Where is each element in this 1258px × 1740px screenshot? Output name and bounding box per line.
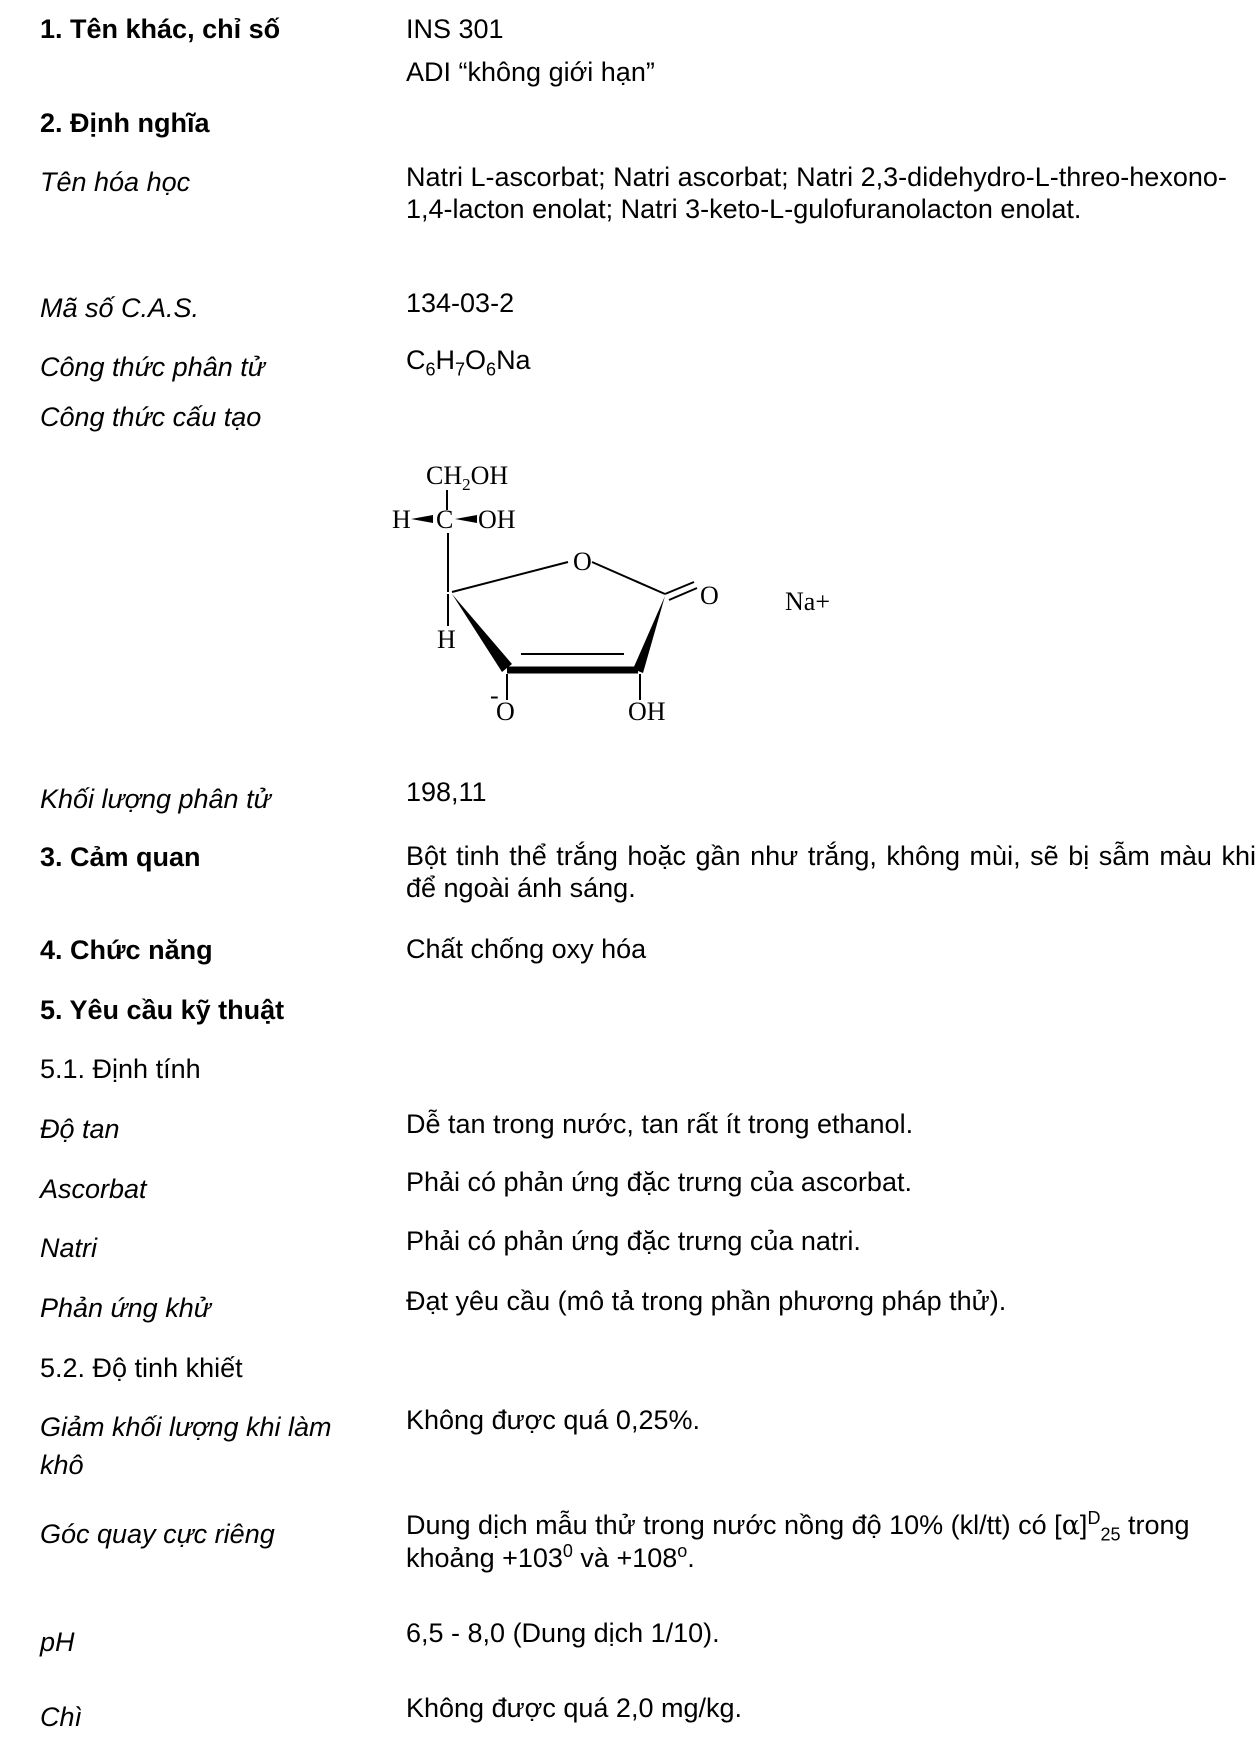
- section-1-heading: 1. Tên khác, chỉ số: [40, 14, 281, 44]
- wedge-c1-c2: [633, 596, 665, 673]
- section-4-heading: 4. Chức năng: [40, 935, 213, 965]
- lead-value: Không được quá 2,0 mg/kg.: [406, 1693, 742, 1723]
- oh-right: OH: [478, 505, 516, 534]
- chemical-name-label: Tên hóa học: [40, 167, 191, 197]
- wedge-oh-bond: [455, 515, 477, 523]
- sensory-value: Bột tinh thể trắng hoặc gần như trắng, k…: [406, 841, 1256, 903]
- function-value: Chất chống oxy hóa: [406, 934, 647, 964]
- carbonyl-oxygen: O: [700, 581, 719, 610]
- structural-formula-diagram: CH2OH H C OH O O Na+ H - O OH: [392, 461, 830, 726]
- molecular-formula-label: Công thức phân tử: [40, 352, 265, 382]
- cas-value: 134-03-2: [406, 288, 515, 318]
- reduction-value: Đạt yêu cầu (mô tả trong phần phương phá…: [406, 1286, 1007, 1316]
- ph-label: pH: [40, 1627, 75, 1657]
- natri-value: Phải có phản ứng đặc trưng của natri.: [406, 1226, 861, 1256]
- reduction-label: Phản ứng khử: [40, 1293, 211, 1323]
- oh-bottom: OH: [628, 697, 666, 726]
- ring-oxygen: O: [573, 547, 592, 576]
- structural-formula-label: Công thức cấu tạo: [40, 402, 262, 432]
- section-2-heading: 2. Định nghĩa: [40, 108, 210, 138]
- c-center: C: [436, 505, 453, 534]
- chemical-name-value: Natri L-ascorbat; Natri ascorbat; Natri …: [406, 162, 1227, 224]
- solubility-label: Độ tan: [40, 1114, 120, 1144]
- identification-heading: 5.1. Định tính: [40, 1054, 201, 1084]
- h-left: H: [392, 505, 411, 534]
- ph-value: 6,5 - 8,0 (Dung dịch 1/10).: [406, 1618, 720, 1648]
- ch2oh-label: CH2OH: [426, 461, 508, 494]
- cas-label: Mã số C.A.S.: [40, 293, 200, 323]
- wedge-h-bond: [411, 515, 433, 523]
- lead-label: Chì: [40, 1702, 83, 1732]
- ins-number: INS 301: [406, 14, 504, 44]
- bond-c4-o: [451, 561, 569, 593]
- purity-heading: 5.2. Độ tinh khiết: [40, 1353, 243, 1383]
- o-minus-sign: -: [490, 681, 499, 710]
- optical-rotation-value: Dung dịch mẫu thử trong nước nồng độ 10%…: [406, 1508, 1190, 1573]
- o-minus: O: [496, 697, 515, 726]
- loss-on-drying-label: Giảm khối lượng khi làm khô: [40, 1412, 332, 1480]
- loss-on-drying-value: Không được quá 0,25%.: [406, 1405, 700, 1435]
- section-3-heading: 3. Cảm quan: [40, 842, 201, 872]
- solubility-value: Dễ tan trong nước, tan rất ít trong etha…: [406, 1109, 914, 1139]
- ring-hydrogen: H: [437, 625, 456, 654]
- sodium-ion: Na+: [785, 587, 830, 616]
- molecular-weight-label: Khối lượng phân tử: [40, 784, 271, 814]
- ascorbat-label: Ascorbat: [40, 1174, 147, 1204]
- adi-value: ADI “không giới hạn”: [406, 57, 655, 87]
- section-5-heading: 5. Yêu cầu kỹ thuật: [40, 995, 285, 1025]
- carbonyl-bond-1: [664, 581, 695, 595]
- bond-o-c1: [591, 561, 666, 595]
- molecular-weight-value: 198,11: [406, 777, 487, 807]
- molecular-formula-value: C6H7O6Na: [406, 345, 531, 380]
- natri-label: Natri: [40, 1233, 98, 1263]
- optical-rotation-label: Góc quay cực riêng: [40, 1519, 275, 1549]
- ascorbat-value: Phải có phản ứng đặc trưng của ascorbat.: [406, 1167, 912, 1197]
- wedge-c4-c3: [452, 594, 512, 672]
- carbonyl-bond-2: [668, 587, 698, 601]
